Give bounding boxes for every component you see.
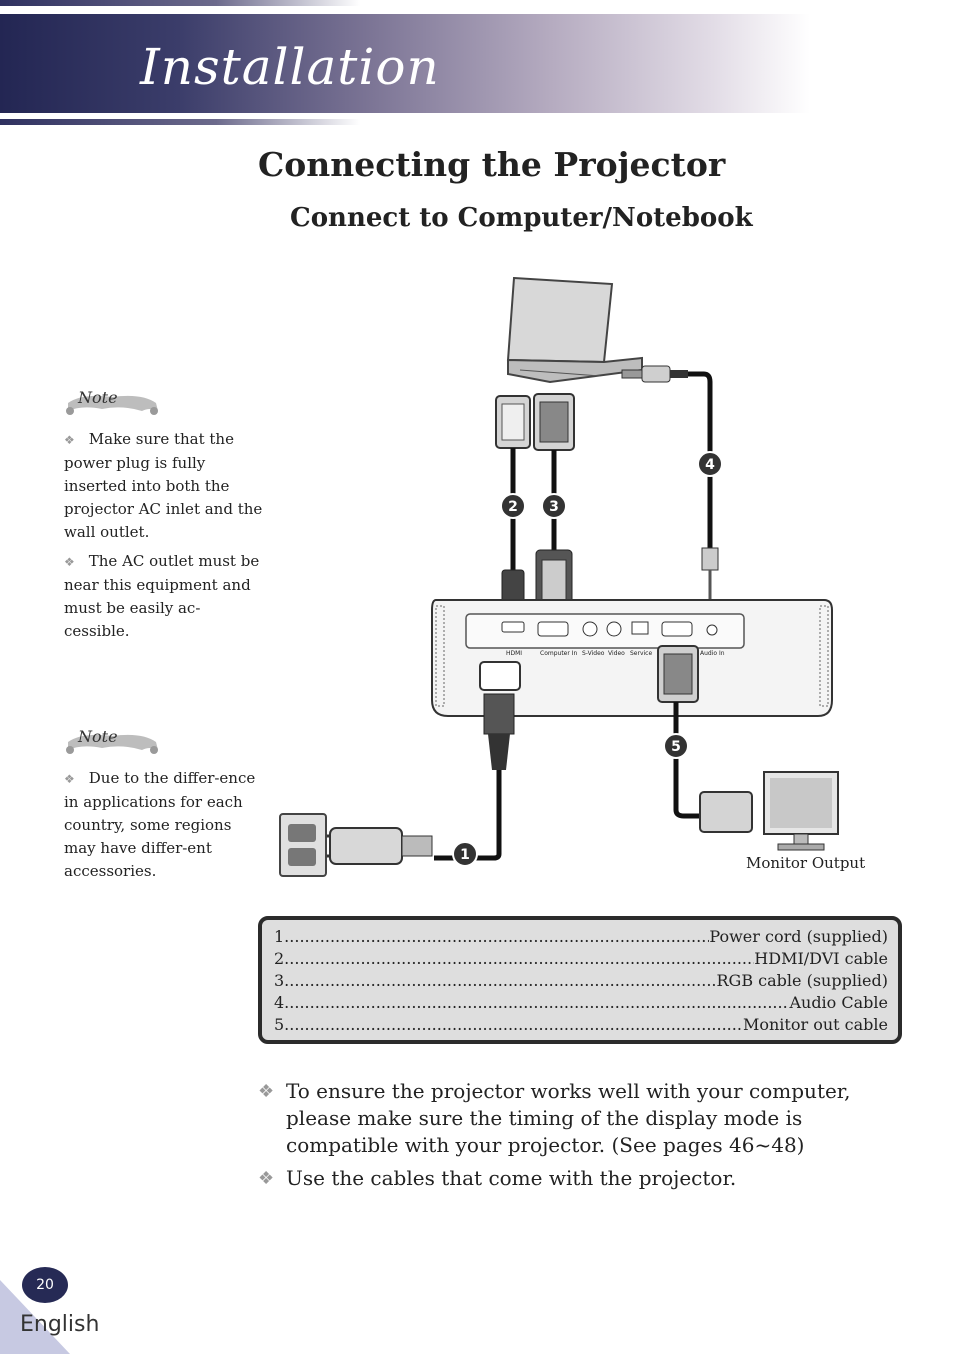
legend-row: 5.Monitor out cable	[274, 1012, 888, 1034]
port-label: Video	[608, 650, 625, 657]
header-band	[0, 14, 810, 113]
wall-outlet-icon	[279, 813, 327, 877]
callout-3: 3	[549, 499, 559, 515]
legend-row: 1.Power cord (supplied)	[274, 924, 888, 946]
cable-legend: 1.Power cord (supplied) 2.HDMI/DVI cable…	[258, 916, 902, 1044]
vga-connector-icon	[533, 393, 575, 451]
page-title: Connecting the Projector	[258, 145, 726, 184]
note-ribbon-icon: Note	[66, 388, 158, 415]
port-label: HDMI	[506, 650, 522, 657]
legend-row: 2.HDMI/DVI cable	[274, 946, 888, 968]
note-ribbon-icon: Note	[66, 727, 158, 754]
callout-5: 5	[671, 739, 681, 755]
tips: ❖ To ensure the projector works well with…	[258, 1078, 878, 1198]
callout-4: 4	[705, 457, 715, 473]
audio-plug-icon	[621, 365, 688, 383]
note-body: ❖Due to the differ-ence in applications …	[64, 769, 256, 880]
connection-diagram: HDMI Computer In S-Video Video Service A…	[279, 276, 865, 877]
projector-icon	[431, 599, 833, 717]
callout-1: 1	[460, 847, 470, 863]
tip-text: To ensure the projector works well with …	[286, 1079, 851, 1157]
power-plug-icon	[310, 827, 433, 865]
header-rule-top	[0, 0, 360, 6]
legend-row: 3.RGB cable (supplied)	[274, 968, 888, 990]
tip-text: Use the cables that come with the projec…	[286, 1166, 737, 1190]
port-label: Audio In	[700, 650, 725, 657]
note-body: ❖Make sure that the power plug is fully …	[64, 430, 263, 640]
callout-2: 2	[508, 499, 518, 515]
note-label: Note	[77, 727, 118, 746]
monitor-caption: Monitor Output	[746, 854, 865, 872]
bullet-icon: ❖	[258, 1081, 275, 1102]
note-item: Make sure that the power plug is fully i…	[64, 430, 263, 541]
page-number: 20	[22, 1267, 68, 1303]
section-title: Installation	[140, 38, 440, 96]
port-label: S-Video	[582, 650, 605, 657]
bullet-icon: ❖	[258, 1168, 275, 1189]
language-label: English	[20, 1312, 100, 1337]
note-label: Note	[77, 388, 118, 407]
header-rule-bottom	[0, 119, 360, 125]
note-item: The AC outlet must be near this equipmen…	[64, 552, 260, 640]
dvi-connector-icon	[495, 395, 531, 449]
laptop-icon	[506, 276, 643, 384]
monitor-icon	[763, 771, 839, 851]
footer-corner-graphic	[0, 1280, 70, 1354]
page-subtitle: Connect to Computer/Notebook	[290, 203, 753, 233]
legend-row: 4.Audio Cable	[274, 990, 888, 1012]
port-label: Computer In	[540, 650, 578, 657]
note-item: Due to the differ-ence in applications f…	[64, 769, 256, 880]
port-label: Service	[630, 650, 652, 657]
